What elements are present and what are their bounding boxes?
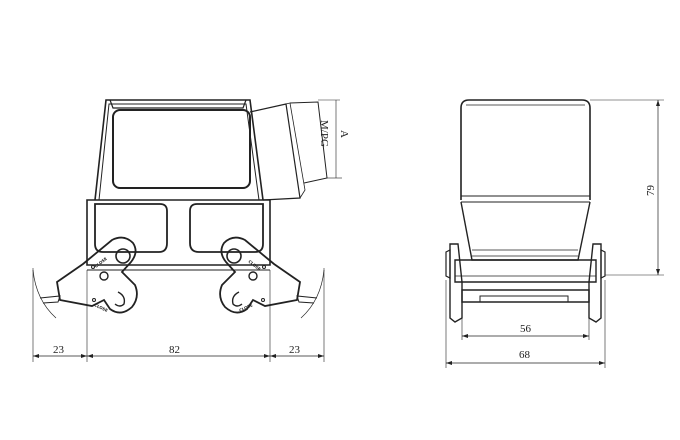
- right-lever-swing-arc: [300, 269, 325, 319]
- dim-label-right: 23: [289, 344, 301, 356]
- side-right-lever-knob: [600, 249, 606, 279]
- side-view: 79 56 68: [445, 99, 664, 368]
- right-lever-open-tip: [296, 295, 318, 304]
- front-view: M/PG A CLOSE CLOSE CLOSE CLOSE: [32, 99, 350, 362]
- right-lever-hook: [231, 291, 243, 307]
- side-bottom-plate: [461, 289, 590, 303]
- side-left-lever: [449, 243, 463, 323]
- side-lower-body: [460, 201, 591, 261]
- right-lever-dot-1: [262, 265, 266, 269]
- cable-gland: [249, 103, 301, 201]
- side-hood-outline: [460, 99, 591, 200]
- right-lever-label-bottom: CLOSE: [238, 302, 253, 313]
- dim-arrows: [33, 354, 324, 358]
- cable-entry-label: M/PG: [318, 120, 330, 147]
- hood-window: [112, 109, 251, 189]
- left-lever-swing-arc: [32, 269, 57, 319]
- right-lever-pivot: [226, 248, 242, 264]
- left-lever-label-bottom: CLOSE: [94, 302, 109, 313]
- base-right-recess: [189, 203, 264, 253]
- hood-top-edge: [109, 99, 247, 109]
- left-lever-dot-1: [91, 265, 95, 269]
- hood-inner-outline: [98, 103, 260, 201]
- side-bottom-slot: [479, 295, 569, 303]
- base-body: [86, 199, 271, 266]
- right-lever-dot-2: [261, 298, 265, 302]
- right-locking-lever: [219, 236, 301, 314]
- side-left-lever-knob: [445, 249, 451, 279]
- dimension-a-label: A: [338, 130, 350, 138]
- dim-label-center: 82: [169, 344, 180, 356]
- side-base: [454, 259, 597, 283]
- left-lever-pin: [99, 271, 109, 281]
- left-lever-open-tip: [39, 295, 61, 304]
- side-height-label: 79: [645, 185, 657, 197]
- cable-gland-inner: [285, 102, 306, 199]
- side-right-lever: [588, 243, 602, 323]
- left-lever-dot-2: [92, 298, 96, 302]
- right-lever-pin: [248, 271, 258, 281]
- left-locking-lever: [56, 236, 138, 314]
- right-locking-lever-group: [219, 236, 301, 314]
- left-lever-hook: [114, 291, 126, 307]
- hood-outline: [94, 99, 264, 201]
- side-inner-width-label: 56: [520, 323, 532, 335]
- side-overall-width-label: 68: [519, 349, 531, 361]
- base-left-recess: [94, 203, 168, 253]
- left-lever-pivot: [115, 248, 131, 264]
- left-lever-label-top: CLOSE: [94, 256, 109, 269]
- dim-label-left: 23: [53, 344, 65, 356]
- cable-gland-tip: [289, 101, 328, 184]
